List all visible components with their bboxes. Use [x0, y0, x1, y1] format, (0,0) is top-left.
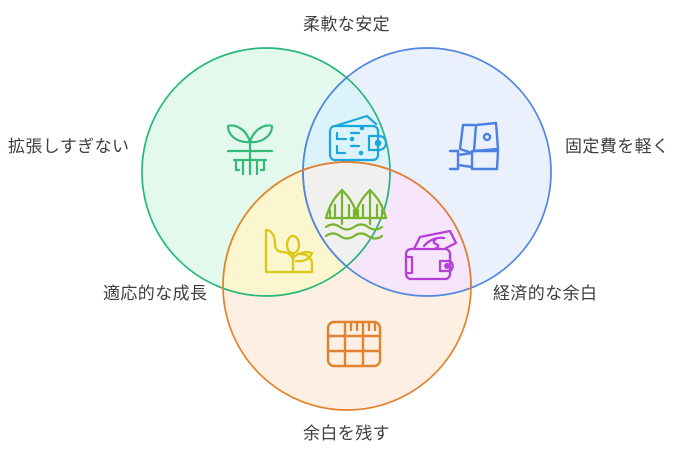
terrain-sprout-icon [264, 228, 314, 274]
label-lighten-fixed-costs: 固定費を軽く [565, 137, 670, 156]
calendar-grid-icon [326, 320, 382, 368]
digital-wallet-icon [328, 114, 388, 162]
label-adaptive-growth: 適応的な成長 [103, 284, 208, 303]
label-economic-margin: 経済的な余白 [493, 284, 598, 303]
circle-outline-blue [302, 47, 552, 297]
circle-outline-green [141, 47, 391, 297]
label-leave-whitespace: 余白を残す [303, 424, 390, 443]
bridge-water-icon [324, 188, 388, 240]
sprout-roots-icon [226, 124, 274, 176]
cash-wallet-icon [404, 229, 458, 281]
label-flexible-stability: 柔軟な安定 [303, 15, 390, 34]
circle-outline-orange [222, 161, 472, 411]
device-stand-icon [448, 121, 500, 171]
label-no-overexpansion: 拡張しすぎない [8, 137, 130, 156]
